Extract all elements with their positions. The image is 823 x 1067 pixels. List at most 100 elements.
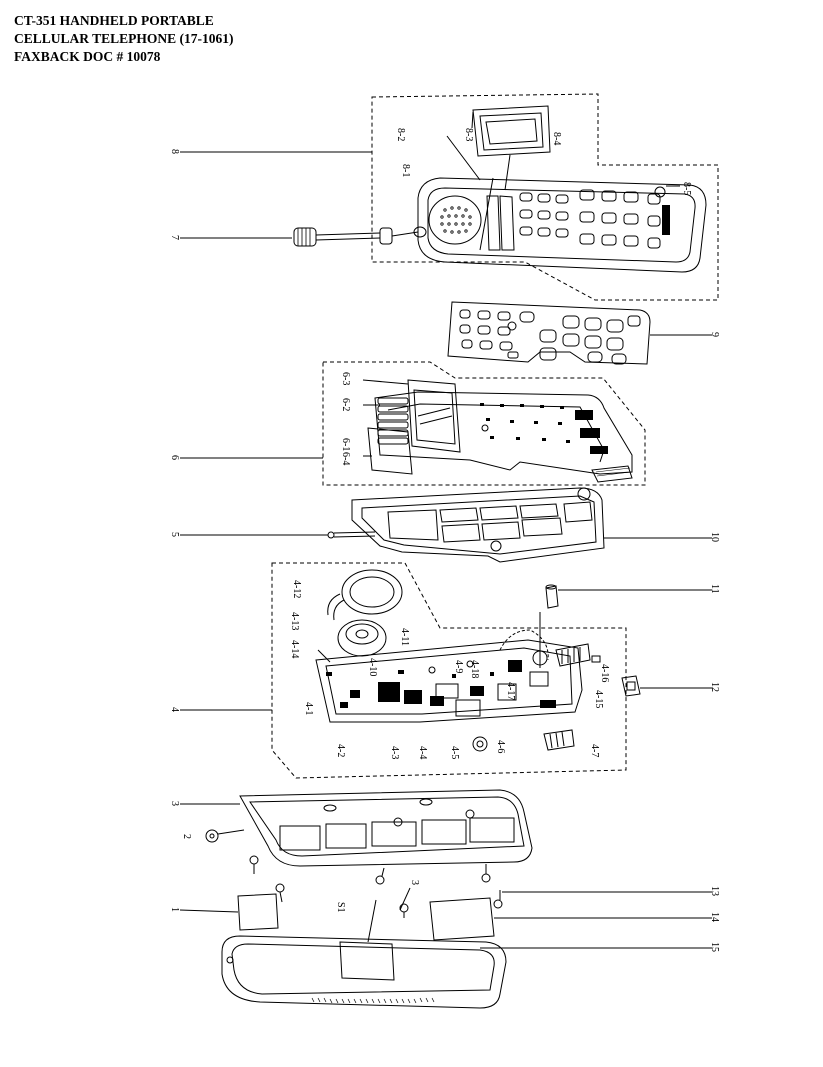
keypad-keys xyxy=(459,309,641,365)
pcb-outlines xyxy=(428,629,549,717)
callout-9: 9 xyxy=(709,332,720,337)
frame-inner xyxy=(361,495,597,555)
lens-inner xyxy=(485,118,538,145)
callout-3: 3 xyxy=(169,801,180,806)
brand-logo xyxy=(662,205,670,235)
rear-case-slot-1 xyxy=(323,804,337,812)
battery-label xyxy=(339,941,395,981)
callout-8: 8 xyxy=(169,149,180,154)
callout-4-4: 4-4 xyxy=(417,746,428,759)
main-pcb-group xyxy=(180,562,712,779)
callout-6-2: 6-2 xyxy=(340,398,351,411)
board-edge xyxy=(387,403,605,463)
battery-cover-group xyxy=(179,887,712,1009)
connector-4-16 xyxy=(555,643,591,667)
callout-4-3: 4-3 xyxy=(389,746,400,759)
belt-clip-center xyxy=(209,833,215,839)
label-14 xyxy=(429,897,495,941)
callout-8-2: 8-2 xyxy=(395,128,406,141)
callout-12: 12 xyxy=(709,682,720,692)
part-12-inner xyxy=(626,681,636,691)
callout-4-16: 4-16 xyxy=(599,664,610,682)
group-4-boundary xyxy=(271,562,627,779)
callout-5: 5 xyxy=(169,532,180,537)
speaker-wire-2 xyxy=(333,599,345,621)
lens-window xyxy=(479,112,544,151)
frame-hole xyxy=(490,540,502,552)
board-frame xyxy=(180,487,712,563)
callout-14: 14 xyxy=(709,912,720,922)
rear-case-outline xyxy=(239,789,533,867)
battery-cover-vents xyxy=(311,997,435,1004)
pcb-components xyxy=(326,660,556,708)
callout-6-4: 6-4 xyxy=(340,452,351,465)
callout-4-17: 4-17 xyxy=(505,682,516,700)
title-line-2: CELLULAR TELEPHONE (17-1061) xyxy=(14,31,234,46)
rear-case-boss-2 xyxy=(465,809,475,819)
battery-cover-inner xyxy=(231,943,495,995)
earpiece-grill xyxy=(428,195,482,245)
leader-S1 xyxy=(367,899,377,943)
title-line-1: CT-351 HANDHELD PORTABLE xyxy=(14,13,214,28)
callout-4-5: 4-5 xyxy=(449,746,460,759)
lcd-glass xyxy=(413,389,456,445)
callout-4-11: 4-11 xyxy=(399,628,410,646)
front-case xyxy=(417,177,707,273)
lens-drop-line xyxy=(504,154,511,191)
leader-8-2b xyxy=(479,177,494,251)
rear-case xyxy=(180,789,712,918)
callout-S1: S1 xyxy=(335,902,346,913)
speaker-wire-1 xyxy=(327,593,341,616)
front-case-inner xyxy=(427,187,696,263)
rear-case-compartments xyxy=(279,817,515,851)
rear-screws xyxy=(249,855,503,918)
buzzer-top xyxy=(345,623,379,645)
leader-3b xyxy=(399,887,411,911)
callout-6: 6 xyxy=(169,455,180,460)
callout-1: 1 xyxy=(169,907,180,912)
part-12 xyxy=(621,675,641,697)
connector-4-7-pins xyxy=(549,731,565,749)
flex-cable xyxy=(591,465,633,483)
callout-4-12: 4-12 xyxy=(291,580,302,598)
battery-cover-latch xyxy=(226,956,234,964)
lcd-connector xyxy=(377,397,409,445)
logic-board xyxy=(374,391,633,475)
part-4-6 xyxy=(472,736,488,752)
main-pcb-edge xyxy=(325,647,573,715)
board-hole xyxy=(481,424,489,432)
antenna-rod-bottom xyxy=(315,237,381,241)
callout-4-15: 4-15 xyxy=(593,690,604,708)
rubber-keypad xyxy=(447,301,712,365)
speaker-cone xyxy=(349,576,395,608)
flex-traces xyxy=(595,467,632,477)
callout-4: 4 xyxy=(169,707,180,712)
callout-8-4: 8-4 xyxy=(551,132,562,145)
callout-4-14: 4-14 xyxy=(289,640,300,658)
antenna-knob xyxy=(293,227,317,247)
grill-dots xyxy=(440,206,472,234)
display-opening-2 xyxy=(499,195,515,251)
part-11-top xyxy=(545,584,557,590)
group-8-boundary xyxy=(371,93,719,301)
callout-4-7: 4-7 xyxy=(589,744,600,757)
front-case-keys xyxy=(519,189,661,249)
callout-4-9: 4-9 xyxy=(453,660,464,673)
lens-frame xyxy=(472,105,551,157)
callout-13: 13 xyxy=(709,886,720,896)
speaker xyxy=(341,569,403,615)
front-case-group xyxy=(180,93,719,301)
callout-3b: 3 xyxy=(409,880,420,885)
callout-7: 7 xyxy=(169,235,180,240)
connector-4-16-pins xyxy=(561,647,581,664)
shield-plate xyxy=(367,427,413,475)
leader-4-14 xyxy=(317,649,331,663)
callout-4-6: 4-6 xyxy=(495,740,506,753)
case-corner-detail xyxy=(654,186,666,198)
callout-8-1: 8-1 xyxy=(400,164,411,177)
rear-case-boss xyxy=(393,817,403,827)
callout-6-1: 6-1 xyxy=(340,438,351,451)
antenna-grommet xyxy=(413,226,427,238)
board-pads xyxy=(480,403,608,454)
